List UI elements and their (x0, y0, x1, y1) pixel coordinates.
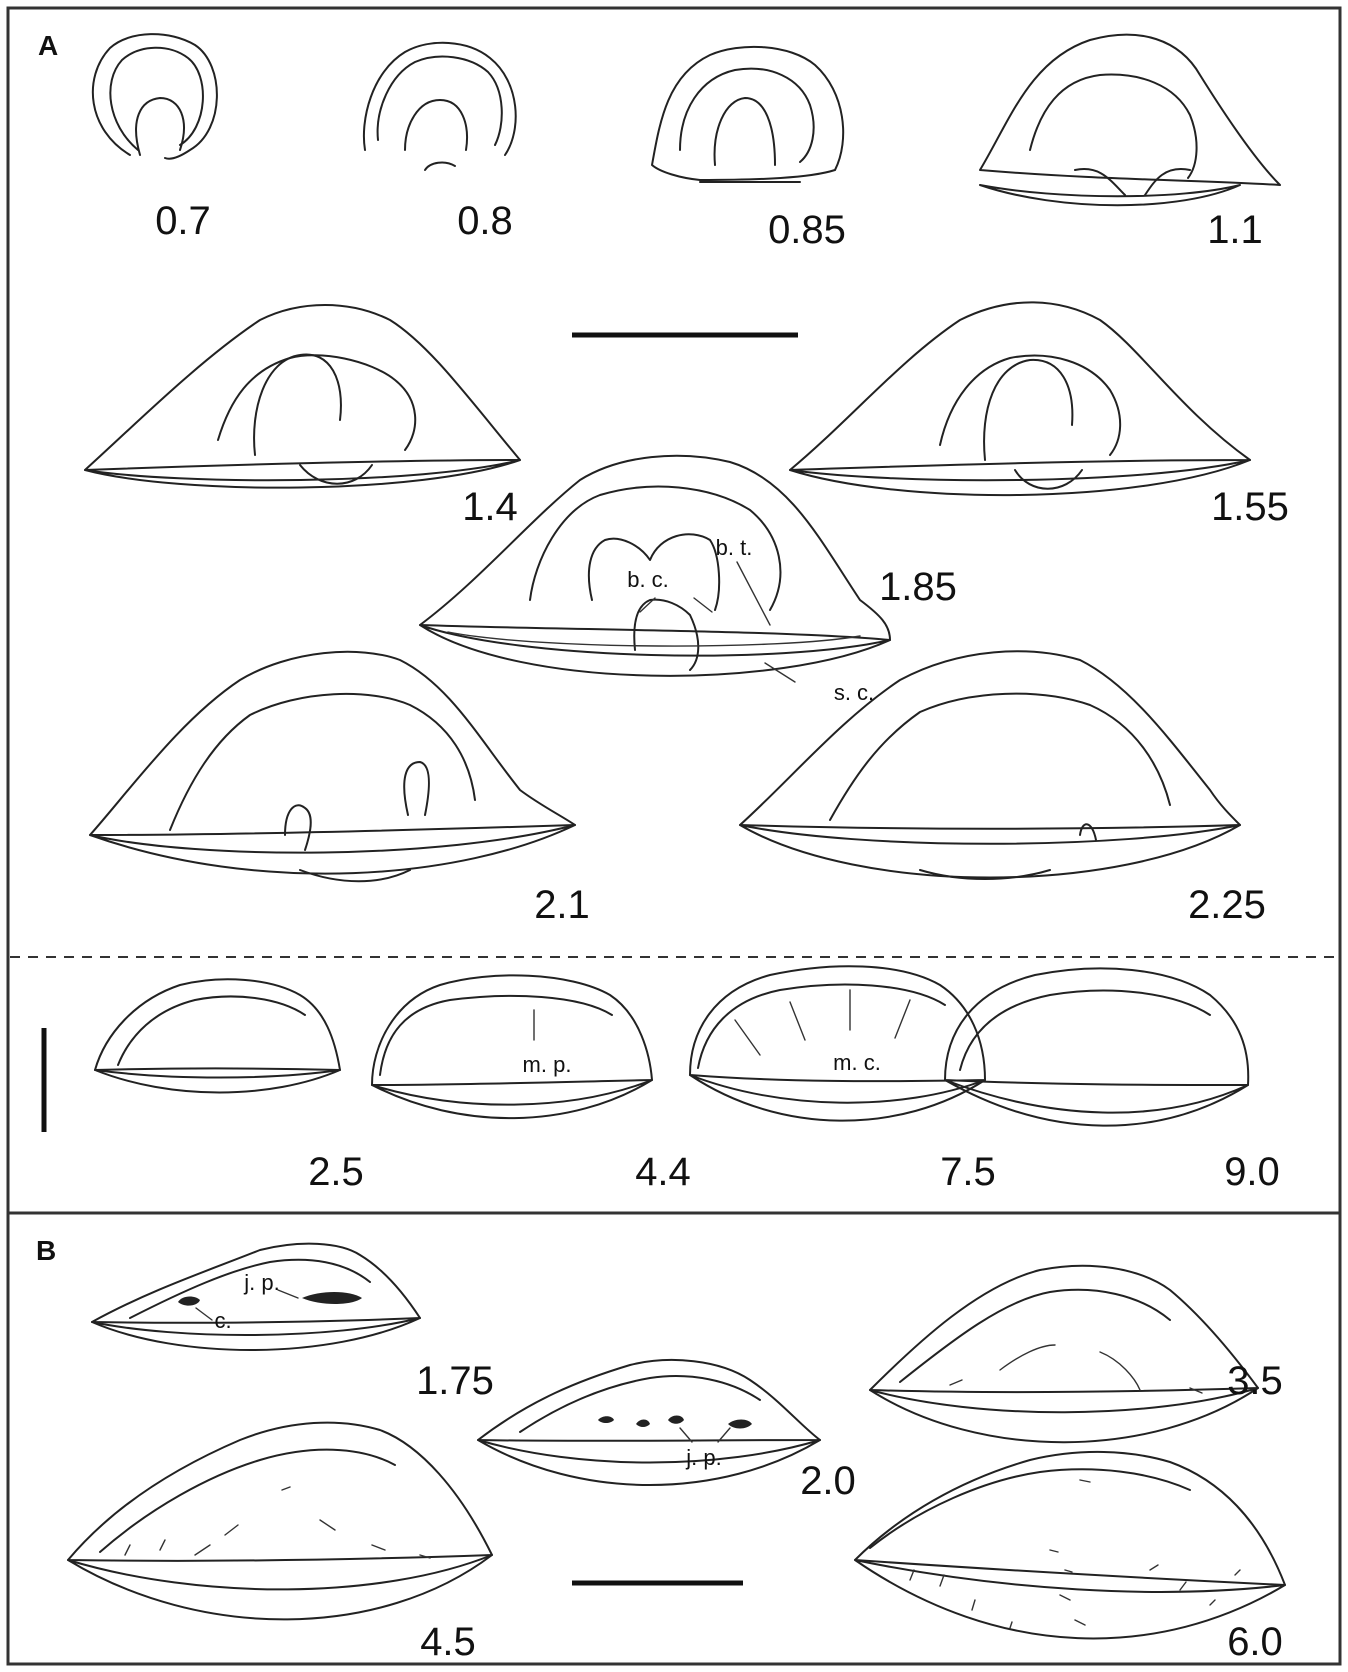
shell-4-4 (372, 975, 652, 1118)
annotation-mp: m. p. (523, 1052, 572, 1077)
stage-label-1-4: 1.4 (462, 485, 518, 529)
stage-label-2-5: 2.5 (308, 1150, 364, 1194)
arrow-c (196, 1308, 212, 1320)
stage-label-9-0: 9.0 (1224, 1150, 1280, 1194)
stage-label-1-55: 1.55 (1211, 485, 1289, 529)
shell-2-25 (740, 651, 1240, 879)
panel-letter-a: A (38, 30, 58, 61)
shell-2-1 (90, 652, 575, 881)
stage-label-2-1: 2.1 (534, 883, 590, 927)
shell-b-1-75 (92, 1244, 420, 1350)
stage-label-1-1: 1.1 (1207, 208, 1263, 252)
stage-label-1-85: 1.85 (879, 565, 957, 609)
arrow-jp-b1 (278, 1290, 298, 1298)
stage-label-0-7: 0.7 (155, 199, 211, 243)
shell-1-4 (85, 305, 520, 488)
annotation-jp-1: j. p. (243, 1270, 279, 1295)
shell-b-4-5 (68, 1423, 492, 1620)
arrow-bt (737, 562, 770, 625)
stage-label-b-2-0: 2.0 (800, 1459, 856, 1503)
stage-label-b-4-5: 4.5 (420, 1620, 476, 1664)
arrow-bc-right (694, 598, 712, 612)
shell-2-5 (95, 979, 340, 1092)
annotation-c: c. (214, 1308, 231, 1333)
shell-0-7 (93, 34, 217, 159)
stage-label-4-4: 4.4 (635, 1150, 691, 1194)
shell-0-85 (652, 47, 843, 182)
arrow-mc-4 (895, 1000, 910, 1038)
stage-label-b-6-0: 6.0 (1227, 1620, 1283, 1664)
arrow-mc-1 (735, 1020, 760, 1055)
annotation-mc: m. c. (833, 1050, 881, 1075)
stage-label-2-25: 2.25 (1188, 883, 1266, 927)
shell-b-6-0 (855, 1452, 1285, 1639)
stage-label-b-3-5: 3.5 (1227, 1359, 1283, 1403)
arrow-mc-2 (790, 1002, 805, 1040)
panel-a-frame (8, 8, 1340, 1213)
shell-b-2-0 (478, 1360, 820, 1485)
shell-7-5 (690, 966, 985, 1120)
shell-0-8 (364, 43, 516, 170)
annotation-bt: b. t. (716, 535, 753, 560)
stage-label-7-5: 7.5 (940, 1150, 996, 1194)
shell-b-3-5 (870, 1266, 1258, 1443)
panel-letter-b: B (36, 1235, 56, 1266)
annotation-sc: s. c. (834, 680, 874, 705)
annotation-jp-2: j. p. (685, 1445, 721, 1470)
shell-9-0 (945, 968, 1248, 1125)
annotation-bc: b. c. (627, 567, 669, 592)
shell-1-1 (980, 35, 1280, 206)
stage-label-0-85: 0.85 (768, 208, 846, 252)
arrow-sc (765, 663, 795, 682)
stage-label-b-1-75: 1.75 (416, 1359, 494, 1403)
stage-label-0-8: 0.8 (457, 199, 513, 243)
shell-1-55 (790, 302, 1250, 495)
